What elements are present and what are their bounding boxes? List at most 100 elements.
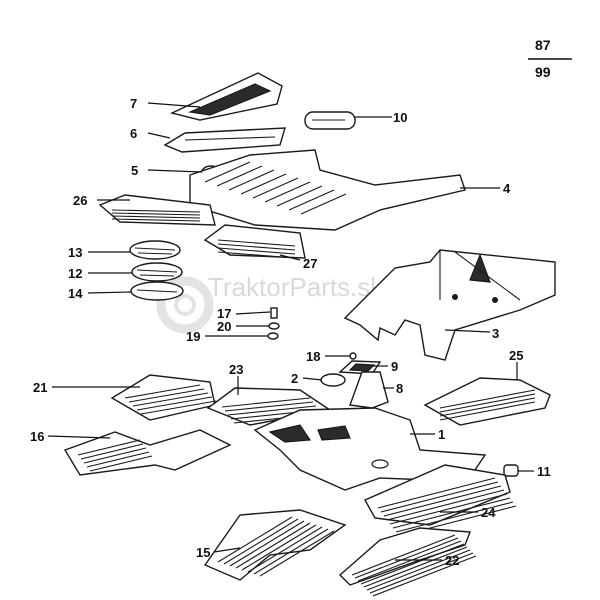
groove-line — [377, 477, 496, 509]
groove-line — [140, 400, 217, 415]
part-25-mat — [423, 377, 551, 426]
groove-line — [253, 528, 329, 575]
part-2-cap — [320, 373, 346, 387]
watermark-text: TraktorParts.sk — [208, 272, 384, 302]
callout-9: 9 — [391, 359, 398, 374]
leader-6 — [147, 132, 171, 139]
groove-line — [241, 524, 317, 571]
part-22-mat — [338, 527, 477, 597]
groove-line — [217, 516, 293, 563]
part-26-mat — [98, 194, 216, 226]
groove-line — [259, 530, 335, 577]
part-23-mat — [206, 387, 332, 426]
groove-line — [223, 518, 299, 565]
groove-line — [439, 389, 536, 409]
groove-line — [89, 455, 153, 472]
part-17-bolt — [270, 307, 278, 319]
callout-11: 11 — [537, 464, 551, 479]
groove-line — [111, 209, 201, 213]
callout-10: 10 — [393, 110, 407, 125]
groove-line — [264, 181, 311, 203]
groove-line — [217, 239, 296, 247]
watermark-gear-hub — [174, 294, 196, 316]
frame-bolt-2 — [492, 297, 498, 303]
leader-3 — [444, 329, 491, 333]
part-19-nut — [267, 332, 279, 340]
callout-15: 15 — [196, 545, 210, 560]
watermark-gear-icon — [156, 276, 214, 334]
part-16-mat — [63, 429, 232, 476]
part-9-bracket — [338, 360, 382, 375]
leader-15 — [213, 547, 241, 553]
groove-line — [383, 485, 502, 517]
callout-18: 18 — [306, 349, 320, 364]
leader-2 — [302, 377, 323, 381]
leader-27 — [279, 254, 301, 261]
groove-line — [439, 401, 536, 421]
groove-line — [111, 218, 201, 222]
callout-26: 26 — [73, 193, 87, 208]
groove-line — [360, 543, 465, 585]
groove-line — [300, 193, 347, 215]
groove-line — [227, 405, 317, 416]
groove-line — [128, 388, 205, 403]
part-10-cushion — [304, 111, 356, 130]
callout-24: 24 — [481, 505, 496, 520]
leader-14 — [87, 291, 132, 294]
groove-line — [363, 546, 468, 588]
part-27-mat — [203, 224, 306, 259]
groove-line — [217, 251, 296, 259]
groove-line — [132, 392, 209, 407]
callout-27: 27 — [303, 256, 317, 271]
callout-13: 13 — [68, 245, 82, 260]
part-15-mat — [203, 509, 347, 581]
frame-bolt-1 — [452, 294, 458, 300]
callout-17: 17 — [217, 306, 231, 321]
callout-2: 2 — [291, 371, 298, 386]
part-4-floor-mat — [189, 149, 466, 231]
leader-17 — [235, 311, 271, 315]
part-20-washer — [268, 322, 280, 330]
callout-20: 20 — [217, 319, 231, 334]
groove-line — [380, 481, 499, 513]
groove-line — [86, 451, 150, 468]
groove-line — [224, 401, 314, 412]
groove-line — [204, 161, 251, 183]
callout-12: 12 — [68, 266, 82, 281]
callout-7: 7 — [130, 96, 137, 111]
page-indicator: 87 99 — [528, 37, 572, 80]
groove-line — [288, 189, 335, 211]
callout-16: 16 — [30, 429, 44, 444]
groove-line — [357, 540, 462, 582]
groove-line — [228, 169, 275, 191]
groove-line — [77, 439, 141, 456]
leader-5 — [147, 169, 203, 173]
callout-4: 4 — [503, 181, 511, 196]
groove-line — [111, 215, 201, 219]
watermark: TraktorParts.sk — [156, 272, 384, 334]
page-number: 87 — [535, 37, 551, 53]
groove-line — [221, 397, 311, 408]
groove-line — [389, 493, 508, 525]
callout-21: 21 — [33, 380, 47, 395]
groove-line — [80, 443, 144, 460]
leader-7 — [147, 102, 201, 108]
leader-lines — [47, 102, 534, 561]
groove-line — [217, 243, 296, 251]
callout-25: 25 — [509, 348, 523, 363]
groove-line — [111, 212, 201, 216]
callout-22: 22 — [445, 553, 459, 568]
groove-line — [351, 534, 456, 576]
groove-line — [276, 185, 323, 207]
part-11-clip — [503, 464, 519, 477]
callout-3: 3 — [492, 326, 499, 341]
callout-19: 19 — [186, 329, 200, 344]
groove-line — [83, 447, 147, 464]
groove-line — [124, 384, 201, 399]
groove-line — [386, 489, 505, 521]
callout-6: 6 — [130, 126, 137, 141]
groove-line — [229, 520, 305, 567]
groove-line — [369, 552, 474, 594]
callout-14: 14 — [68, 286, 83, 301]
